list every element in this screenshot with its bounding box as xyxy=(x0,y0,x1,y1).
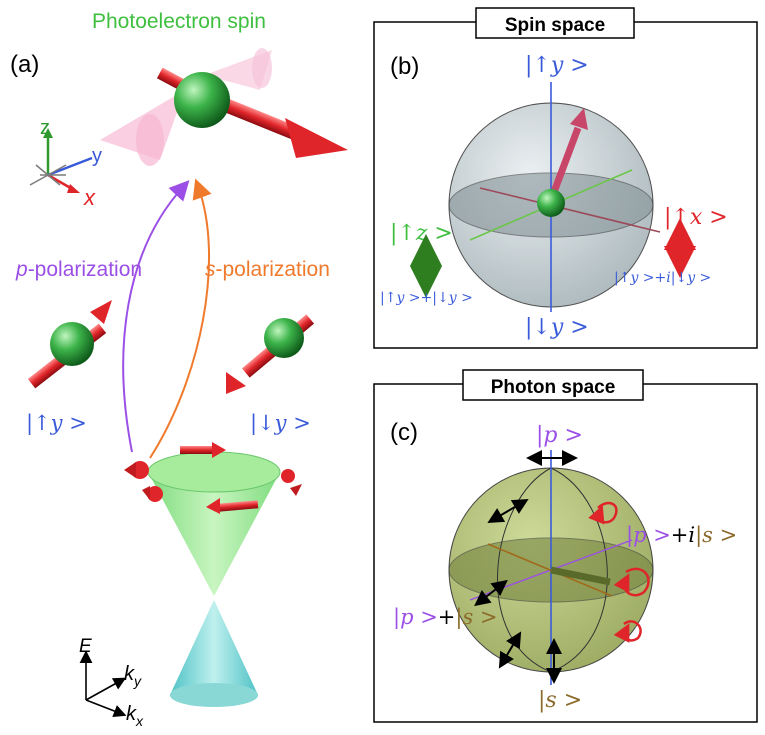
spin-space-title: Spin space xyxy=(505,15,605,36)
ket-up-y: |↑y > xyxy=(26,411,87,436)
spin-vector xyxy=(547,126,582,202)
circular-polarization-icon-3 xyxy=(613,620,642,643)
ky-axis-label: ky xyxy=(124,663,142,689)
photoelectron-spin-title: Photoelectron spin xyxy=(92,10,266,33)
z-label: z xyxy=(40,117,50,139)
ket-down-y-bottom: |↓y > xyxy=(525,315,589,340)
panel-a: (a) Photoelectron spin z y x xyxy=(10,10,348,729)
panel-c: Photon space (c) |p > |s > |p >+|s > |p … xyxy=(373,369,758,723)
spin-down-electron-icon xyxy=(226,314,315,394)
precession-ring-left xyxy=(136,114,164,166)
circular-polarization-icon-2 xyxy=(613,567,650,597)
tilted-polarization-icon-1 xyxy=(487,498,529,524)
lower-cone xyxy=(170,600,258,707)
ket-s-bottom: |s > xyxy=(538,688,582,713)
electron-ball xyxy=(174,72,230,128)
panel-b-label: (b) xyxy=(390,53,419,80)
ket-down-y: |↓y > xyxy=(250,411,311,436)
ket-p-top: |p > xyxy=(536,423,583,448)
panel-b-title-box xyxy=(475,7,635,39)
ket-up-x: |↑x > xyxy=(664,205,728,230)
y-axis-line xyxy=(47,156,93,177)
circular-axis xyxy=(487,543,613,597)
energy-axis-label: E xyxy=(79,636,92,657)
y-label: y xyxy=(92,145,102,167)
photon-space-title: Photon space xyxy=(491,377,616,398)
tilted-polarization-icon-2 xyxy=(474,579,508,607)
panel-c-label: (c) xyxy=(390,419,418,446)
s-polarization-arrow xyxy=(149,178,212,459)
ket-up-z: |↑z > xyxy=(390,221,453,246)
panel-a-label: (a) xyxy=(10,51,39,78)
ket-up-y-top: |↑y > xyxy=(525,53,589,78)
panel-b: Spin space (b) |↑y > |↓y > |↑x > |↑z > |… xyxy=(373,7,758,349)
spin-up-electron-icon xyxy=(27,300,112,389)
kx-axis-label: kx xyxy=(126,703,144,729)
photoelectron-icon xyxy=(100,48,348,166)
photon-superposition-left: |p >+|s > xyxy=(393,605,498,630)
spin-superposition-left: |↑y >+|↓y > xyxy=(380,290,473,306)
panel-c-title-box xyxy=(462,369,644,401)
s-polarization-label: s-polarization xyxy=(205,258,330,281)
polarization-vector xyxy=(550,566,611,586)
spin-arrow-head xyxy=(285,118,348,158)
spin-superposition-right: |↑y >+i|↓y > xyxy=(614,270,711,286)
p-polarization-label: p-polarization xyxy=(15,258,142,281)
p-polarization-arrow xyxy=(122,180,190,453)
x-spin-axis xyxy=(479,187,661,233)
photon-superposition-right: |p >+i|s > xyxy=(626,523,737,548)
energy-momentum-axes-icon: E ky kx xyxy=(79,636,144,729)
circular-polarization-icon-1 xyxy=(588,501,618,525)
tilted-polarization-icon-3 xyxy=(498,631,522,669)
meridian-left xyxy=(497,467,552,673)
xyz-axes-icon: z y x xyxy=(29,117,102,210)
dirac-cone-icon xyxy=(124,442,302,707)
spin-arrow-shaft xyxy=(220,97,300,141)
precession-ring-right xyxy=(252,48,272,88)
spin-center-ball xyxy=(537,189,565,217)
meridian-right xyxy=(550,467,608,673)
x-label: x xyxy=(83,185,96,210)
